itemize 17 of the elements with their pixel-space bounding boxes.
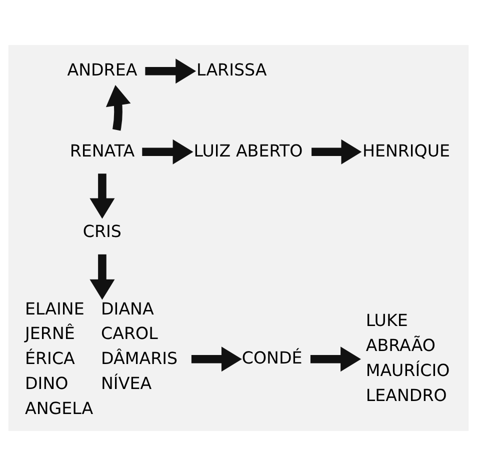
arrow (312, 139, 362, 164)
arrow (142, 139, 194, 164)
node-text: CRIS (82, 222, 122, 242)
node-text: RENATA (70, 141, 135, 160)
arrow (106, 85, 131, 131)
arrow (310, 346, 361, 372)
node-text: LUIZ ABERTO (194, 141, 303, 160)
node-text: LUKE ABRAÃO MAURÍCIO LEANDRO (366, 311, 450, 405)
node-text: ANDREA (67, 60, 138, 80)
arrow (90, 174, 115, 219)
arrow (90, 254, 115, 300)
node-text: HENRIQUE (362, 141, 450, 160)
node-text: ELAINE DIANA JERNÊ CAROL ÉRICA DÂMARIS DINO NÍVEA ANGELA (25, 299, 178, 418)
arrow (191, 346, 242, 372)
node-text: LARISSA (196, 60, 267, 80)
node-text: CONDÉ (242, 348, 302, 368)
arrow (145, 58, 196, 84)
